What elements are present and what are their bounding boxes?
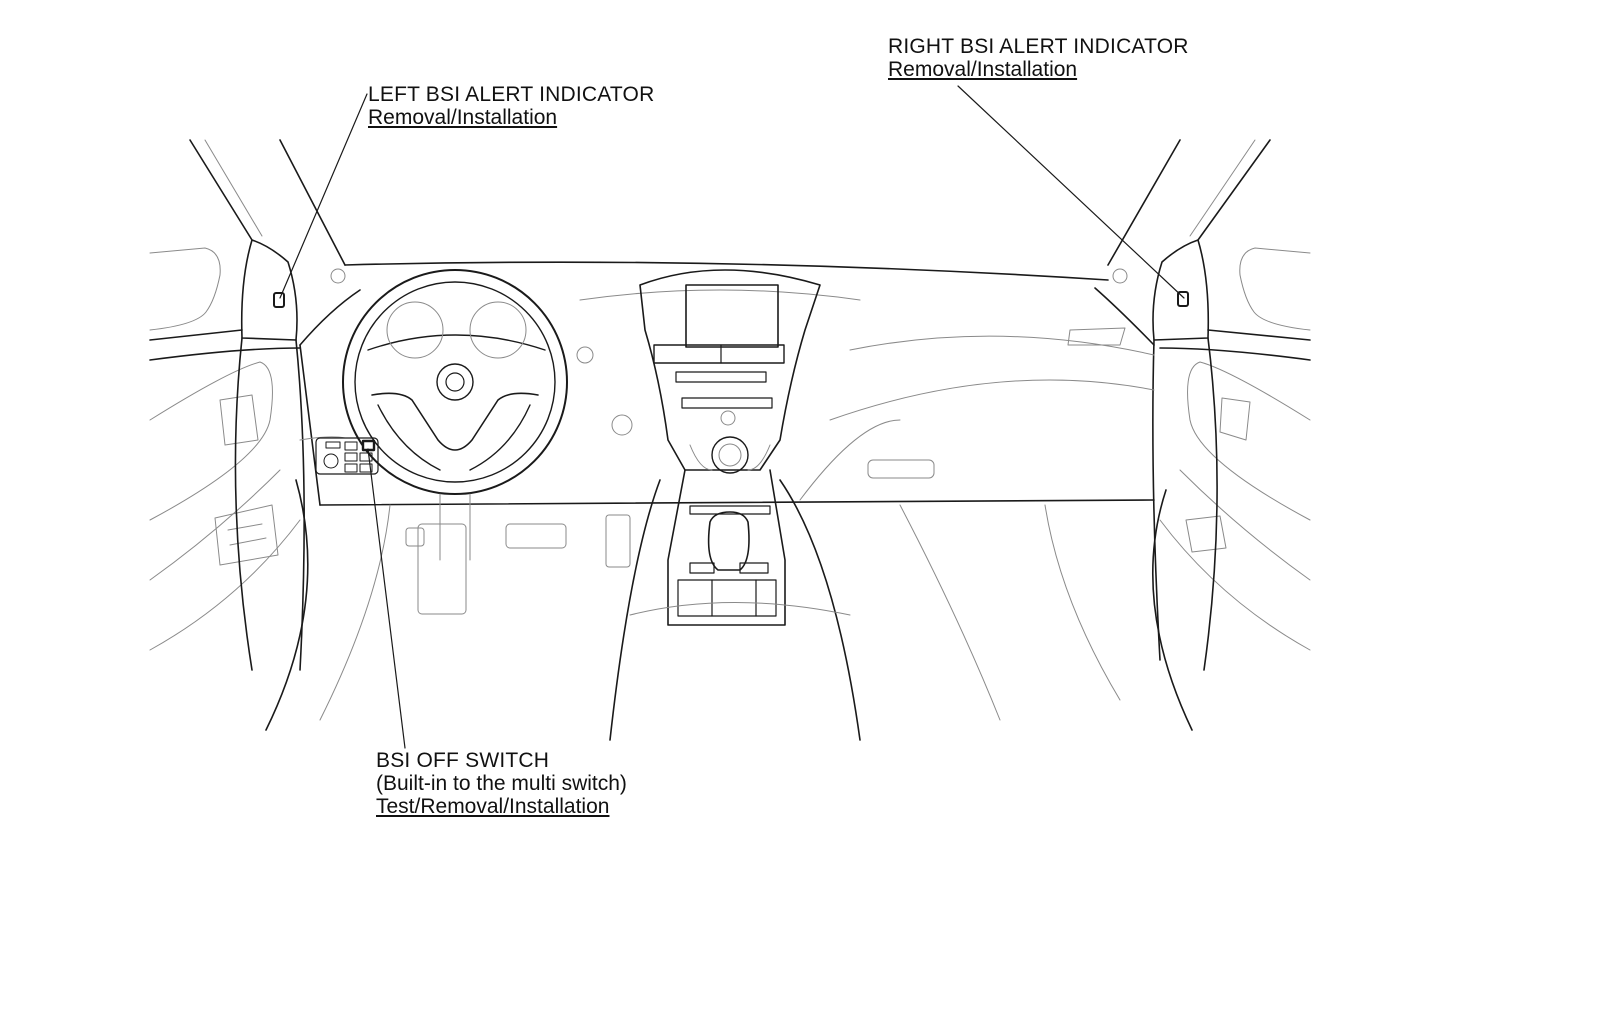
right-door xyxy=(1151,247,1311,731)
pedals xyxy=(319,504,1121,721)
dashboard xyxy=(299,287,1155,506)
test-removal-installation-link[interactable]: Test/Removal/Installation xyxy=(376,795,610,818)
bsi-off-switch-callout: BSI OFF SWITCH (Built-in to the multi sw… xyxy=(376,749,627,818)
bsi-off-switch[interactable] xyxy=(361,439,376,452)
callout-note: (Built-in to the multi switch) xyxy=(376,772,627,795)
center-console xyxy=(609,469,861,741)
left-pillar-housing xyxy=(240,239,298,341)
multi-switch-panel xyxy=(315,437,379,475)
left-bsi-alert-indicator-callout: LEFT BSI ALERT INDICATOR Removal/Install… xyxy=(368,83,654,129)
callout-title: BSI OFF SWITCH xyxy=(376,749,550,772)
removal-installation-link[interactable]: Removal/Installation xyxy=(888,58,1078,81)
left-bsi-alert-indicator[interactable] xyxy=(273,292,285,308)
center-stack xyxy=(639,269,821,474)
right-pillar-housing xyxy=(1152,239,1210,341)
windshield-frame xyxy=(189,139,1271,281)
left-door xyxy=(149,247,309,731)
right-bsi-alert-indicator-callout: RIGHT BSI ALERT INDICATOR Removal/Instal… xyxy=(888,35,1189,81)
a-pillar-trim xyxy=(204,139,1256,284)
leader-lines xyxy=(279,85,1185,749)
removal-installation-link[interactable]: Removal/Installation xyxy=(368,106,558,129)
callout-title: RIGHT BSI ALERT INDICATOR xyxy=(888,35,1189,58)
callout-title: LEFT BSI ALERT INDICATOR xyxy=(368,83,655,106)
steering-wheel xyxy=(342,269,633,561)
